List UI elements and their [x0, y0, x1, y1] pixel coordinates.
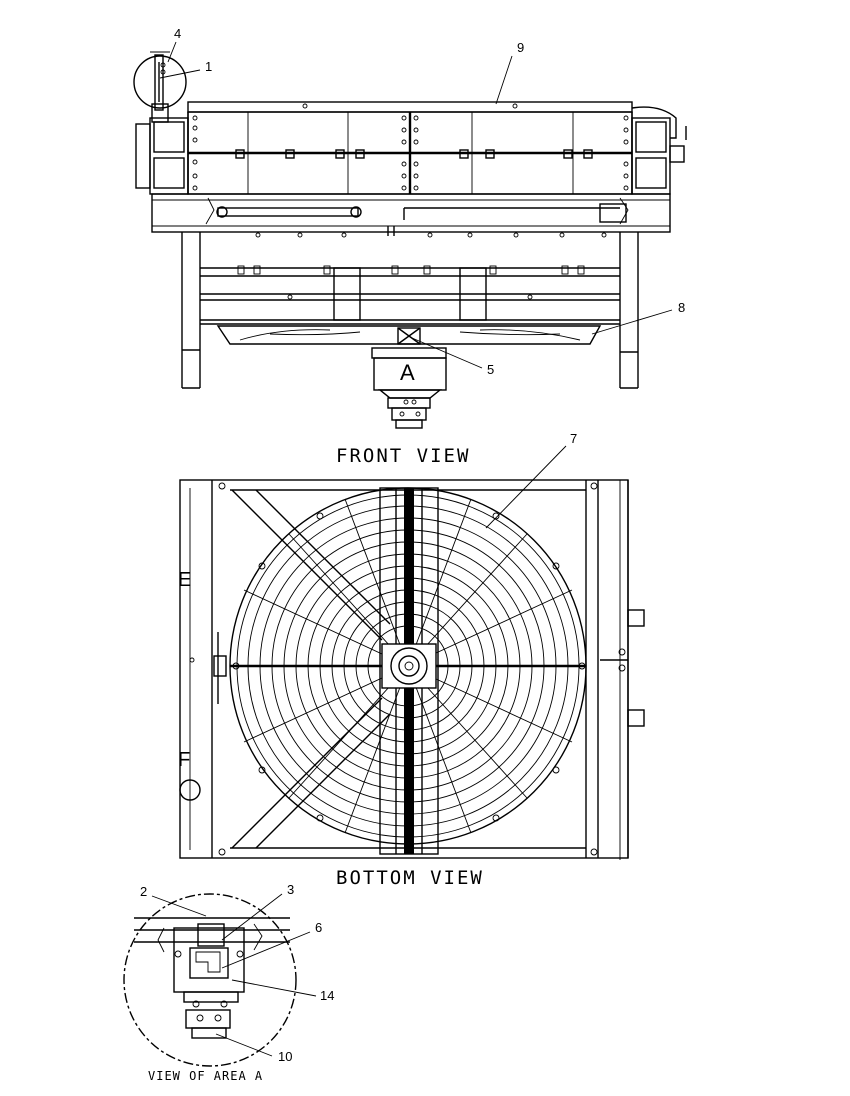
callout-14: 14: [320, 988, 334, 1003]
callout-7: 7: [570, 431, 577, 446]
callout-8: 8: [678, 300, 685, 315]
area-a-title: VIEW OF AREA A: [148, 1069, 263, 1083]
detail-circle-top: [133, 51, 187, 123]
callout-4: 4: [174, 26, 181, 41]
bottom-view-title: BOTTOM VIEW: [336, 867, 484, 889]
marker-e: E: [178, 569, 191, 591]
callout-10: 10: [278, 1049, 292, 1064]
callout-2: 2: [140, 884, 147, 899]
marker-f: F: [178, 749, 190, 771]
callout-9: 9: [517, 40, 524, 55]
bottom-tank: [151, 193, 671, 236]
fan-guard: [229, 487, 587, 845]
left-side-bracket: [135, 117, 189, 195]
bottom-view: E F BOTTOM VIEW: [178, 479, 645, 889]
callout-5: 5: [487, 362, 494, 377]
front-view: A FRONT VIEW: [133, 51, 687, 467]
front-view-title: FRONT VIEW: [336, 445, 470, 467]
leader-lines: [151, 41, 673, 1057]
callouts: 4 1 9 8 5 7 2 3 6 14 10: [140, 26, 685, 1064]
callout-6: 6: [315, 920, 322, 935]
fan-shroud-structure: [181, 232, 639, 429]
callout-3: 3: [287, 882, 294, 897]
area-a-detail: VIEW OF AREA A: [123, 893, 297, 1083]
radiator-core: [187, 111, 633, 195]
callout-1: 1: [205, 59, 212, 74]
right-side-bracket: [631, 106, 687, 195]
top-tank-strip: [187, 101, 633, 113]
marker-a: A: [400, 360, 415, 385]
